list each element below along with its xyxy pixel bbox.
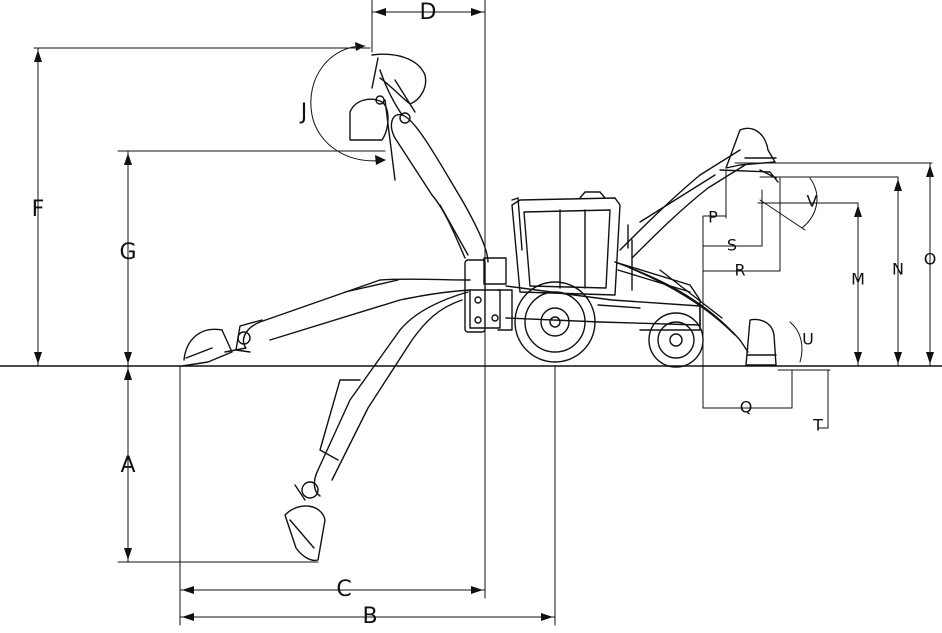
label-Q: Q [740,398,753,417]
label-U: U [802,330,814,349]
label-A: A [120,453,135,478]
dimension-N [894,176,902,367]
dimension-M [854,202,862,367]
label-N: N [892,260,904,279]
swing-frame [464,257,513,333]
label-P: P [708,208,718,227]
dimension-D [371,0,486,53]
label-B: B [362,604,377,629]
dimension-G [117,150,386,367]
dimension-R [702,177,781,272]
label-D: D [420,0,437,25]
label-T: T [812,416,823,435]
label-S: S [727,236,737,255]
backhoe-arm-deep [284,291,469,562]
dimension-C [179,586,486,594]
tractor-body [505,191,701,331]
label-F: F [32,197,45,222]
dimension-F [33,47,371,367]
dimension-S [702,189,763,247]
rear-wheel [514,281,596,363]
bucket-rotation-arc-J [310,42,386,165]
loader-bucket-lowered [745,318,777,366]
angle-arc-V [759,177,818,231]
dimension-P [703,169,727,219]
loader-arm [614,149,749,353]
angle-arc-U [789,321,803,363]
dimension-A [117,365,319,563]
label-G: G [119,240,136,265]
dimension-T [777,369,831,429]
dimension-B [179,613,556,621]
front-wheel [648,312,704,368]
dimension-Q [702,369,793,409]
label-V: V [807,192,818,211]
loader-bucket-raised [719,127,779,183]
label-M: M [851,270,865,289]
dimension-O [926,162,934,367]
label-C: C [336,577,351,602]
label-O: O [924,250,937,269]
label-J: J [299,100,308,125]
backhoe-arm-reach [181,278,471,367]
label-R: R [734,261,745,280]
backhoe-arm-raised [349,53,489,263]
